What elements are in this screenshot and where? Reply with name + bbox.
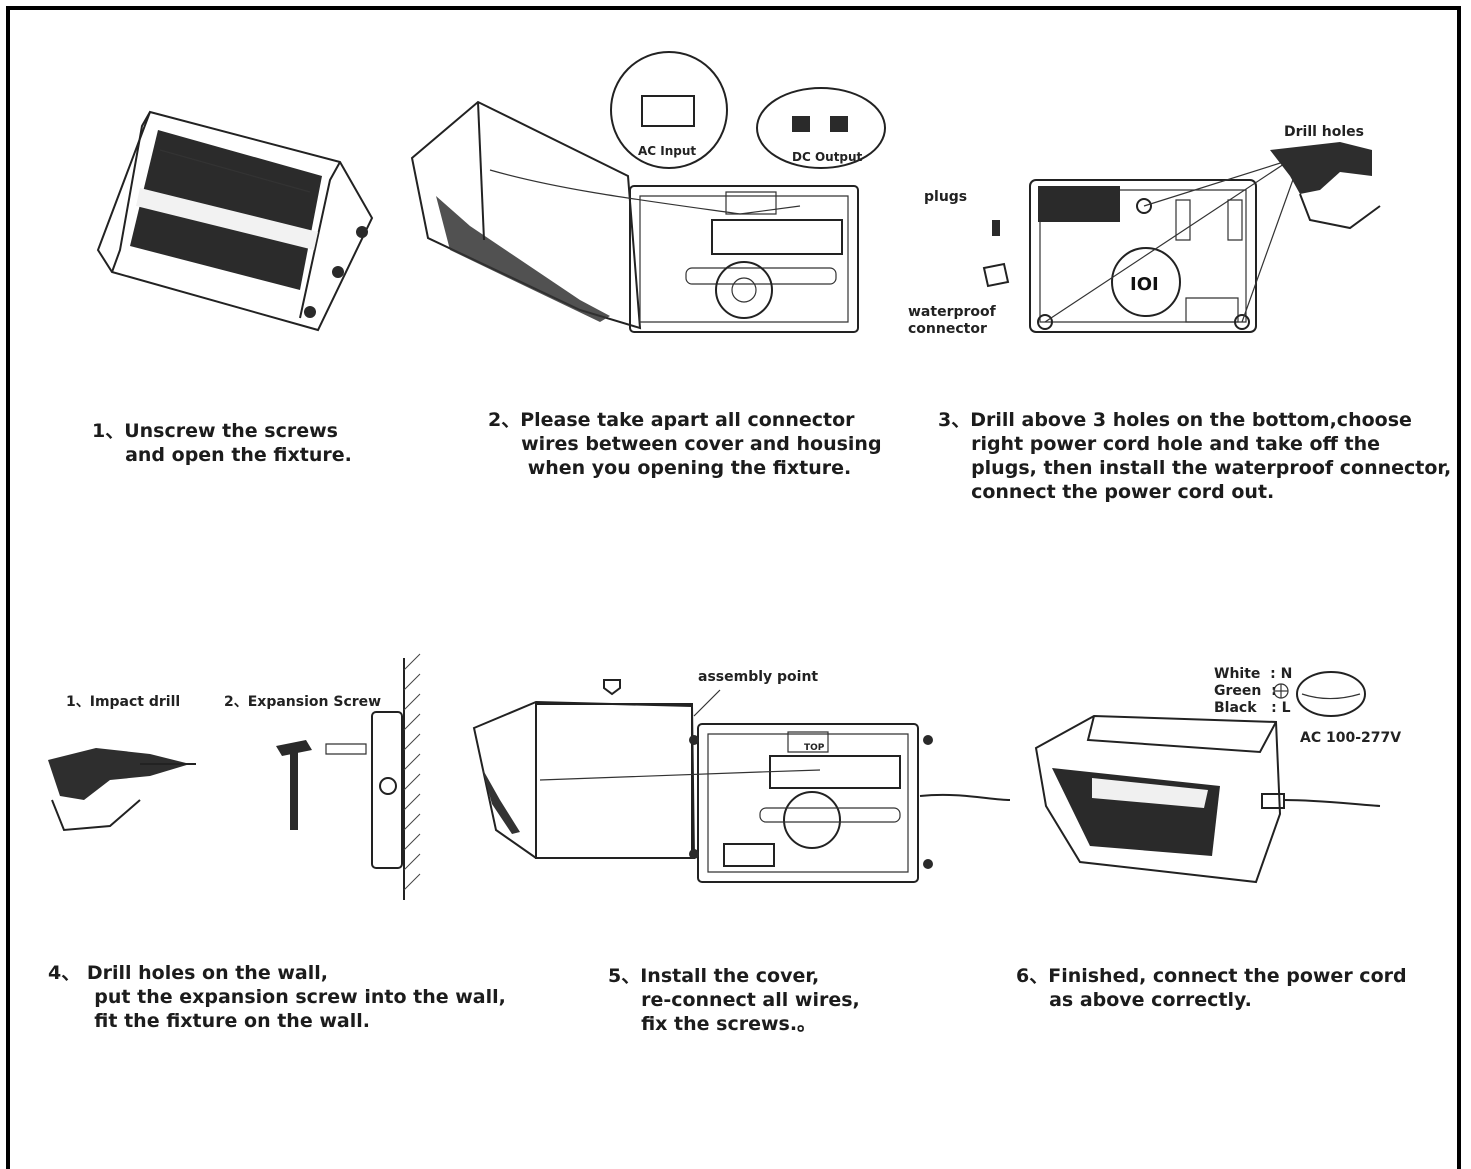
step2-open-fixture-illustration (412, 52, 885, 332)
wall-hatching (404, 654, 420, 890)
waterproof-connector-label: waterproof connector (908, 304, 996, 337)
step-5-text: 5、Install the cover, re-connect all wire… (608, 965, 860, 1035)
step-2-text: 2、Please take apart all connector wires … (488, 409, 882, 479)
assembly-point-label: assembly point (698, 669, 819, 685)
plugs-label: plugs (924, 189, 968, 205)
wire-green-label: Green : (1214, 683, 1277, 699)
step-3-text: 3、Drill above 3 holes on the bottom,choo… (938, 409, 1452, 503)
impact-drill-label: 1、Impact drill (66, 694, 181, 710)
drill-holes-label: Drill holes (1284, 124, 1365, 140)
dc-output-label: DC Output (792, 150, 863, 164)
step6-finished-illustration (1036, 672, 1380, 882)
step3-housing-illustration: IOI (984, 142, 1380, 332)
wire-white-label: White : N (1214, 666, 1293, 682)
ac-input-label: AC Input (638, 144, 697, 158)
step5-install-cover-illustration (474, 680, 1010, 882)
page-border (6, 6, 1461, 1169)
logo-mark: IOI (1130, 274, 1159, 295)
top-mark-label: TOP (804, 743, 825, 753)
step-1-text: 1、Unscrew the screws and open the fixtur… (92, 420, 352, 466)
step-6-text: 6、Finished, connect the power cord as ab… (1016, 965, 1407, 1011)
step4-wall-mount-illustration (48, 654, 420, 900)
step-4-text: 4、 Drill holes on the wall, put the expa… (48, 962, 506, 1032)
wire-black-label: Black : L (1214, 700, 1291, 716)
expansion-screw-label: 2、Expansion Screw (224, 694, 382, 710)
voltage-label: AC 100-277V (1300, 730, 1402, 746)
step1-fixture-illustration (98, 112, 372, 330)
